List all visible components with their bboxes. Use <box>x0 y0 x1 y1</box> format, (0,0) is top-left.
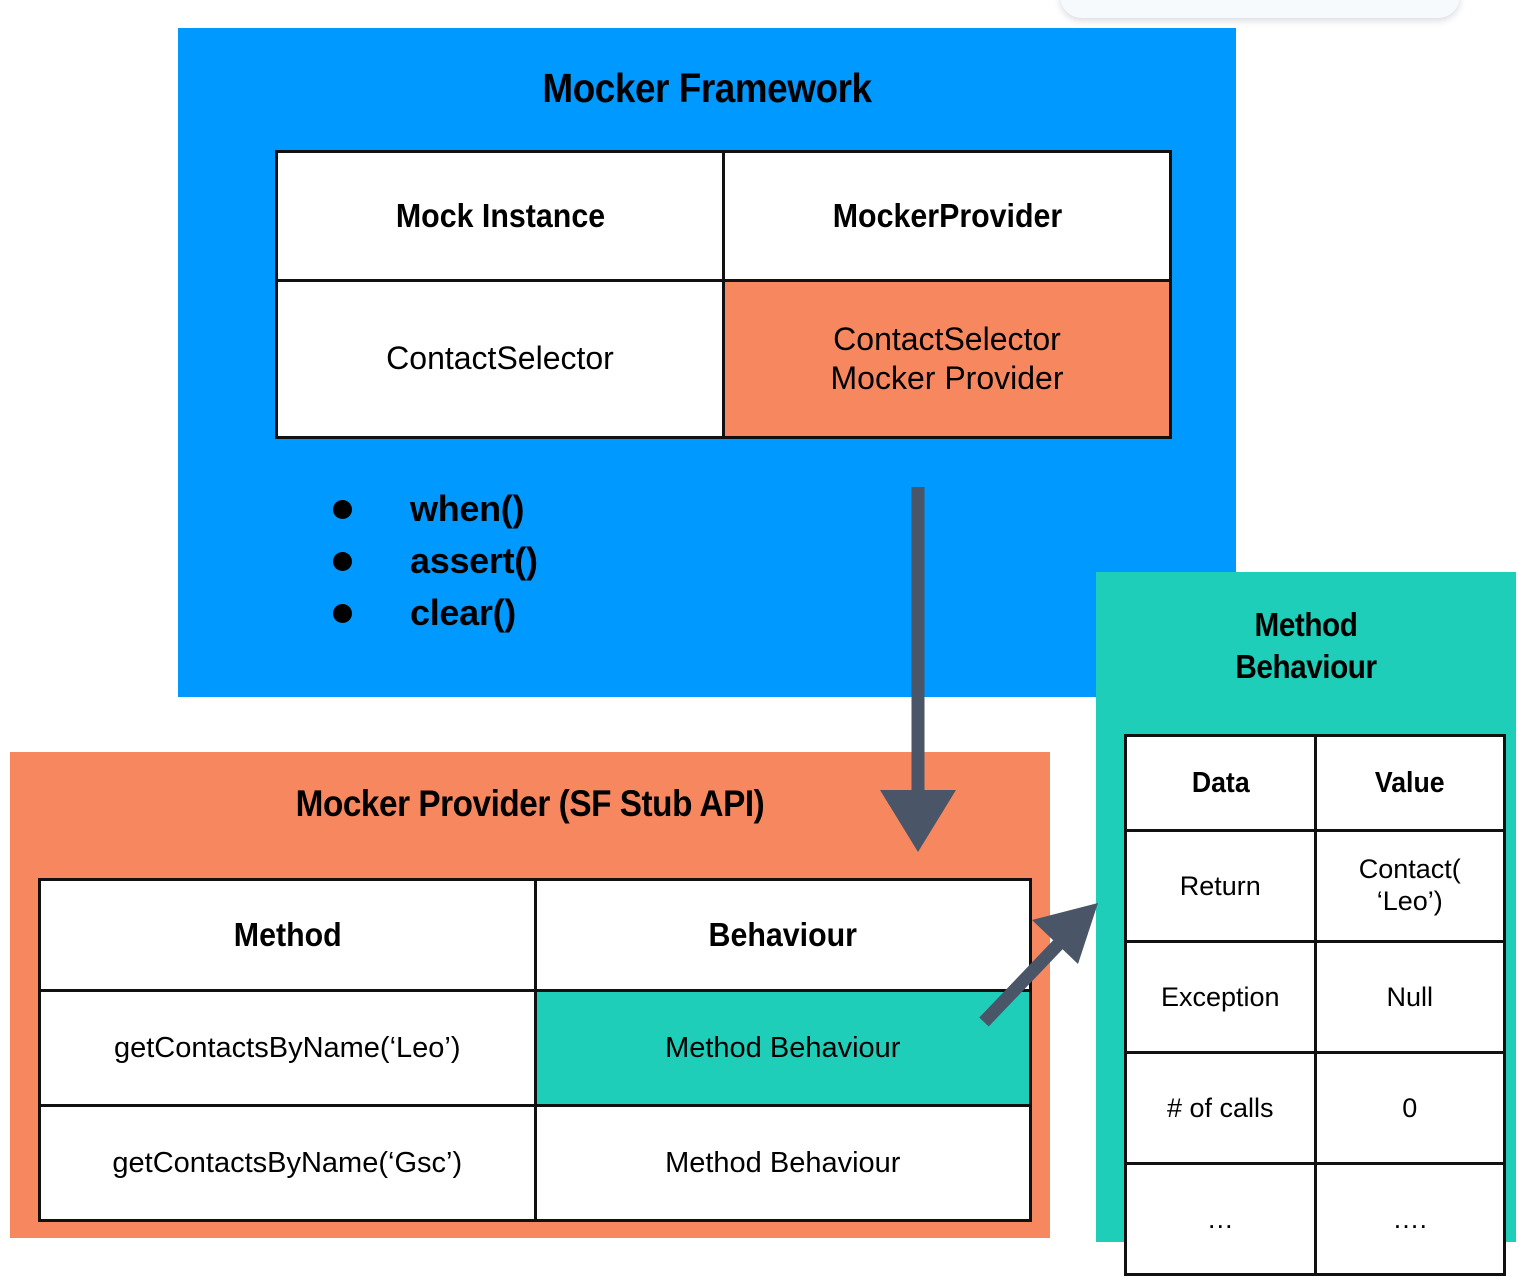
cell-value-return: Contact( ‘Leo’) <box>1313 829 1506 943</box>
method-behaviour-panel: Method Behaviour Data Value Return Conta… <box>1096 572 1516 1276</box>
cell-mock-instance-contactselector: ContactSelector <box>275 279 725 439</box>
method-behaviour-title: Method Behaviour <box>1235 606 1377 686</box>
cell-method-gsc: getContactsByName(‘Gsc’) <box>38 1104 537 1222</box>
cell-behaviour-leo: Method Behaviour <box>533 989 1032 1107</box>
cell-value-exception: Null <box>1313 940 1506 1054</box>
table-row: # of calls 0 <box>1124 1051 1506 1165</box>
cell-value-ellipsis: …. <box>1313 1162 1506 1276</box>
column-header-method: Method <box>57 878 517 992</box>
column-header-mocker-provider: MockerProvider <box>740 150 1154 282</box>
table-row: … …. <box>1124 1162 1506 1276</box>
table-row: getContactsByName(‘Gsc’) Method Behaviou… <box>38 1104 1032 1222</box>
mocker-api-method-list: when() assert() clear() <box>333 483 538 639</box>
list-item-label: when() <box>410 488 525 529</box>
data-value-table: Data Value Return Contact( ‘Leo’) Except… <box>1124 734 1506 1276</box>
bullet-icon <box>333 603 352 623</box>
mocker-provider-title: Mocker Provider (SF Stub API) <box>295 783 765 824</box>
table-row: ContactSelector ContactSelector Mocker P… <box>275 279 1172 439</box>
column-header-data: Data <box>1131 734 1309 832</box>
cell-data-return: Return <box>1124 829 1317 943</box>
table-row: Exception Null <box>1124 940 1506 1054</box>
mocker-provider-panel: Mocker Provider (SF Stub API) Method Beh… <box>10 752 1050 1238</box>
cell-data-exception: Exception <box>1124 940 1317 1054</box>
list-item-label: clear() <box>410 592 516 633</box>
table-row: getContactsByName(‘Leo’) Method Behaviou… <box>38 989 1032 1107</box>
cell-data-ellipsis: … <box>1124 1162 1317 1276</box>
list-item-label: assert() <box>410 540 538 581</box>
table-header-row: Method Behaviour <box>40 878 1031 992</box>
table-header-row: Mock Instance MockerProvider <box>277 150 1171 282</box>
bullet-icon <box>333 499 352 519</box>
bullet-icon <box>333 551 352 571</box>
cell-method-leo: getContactsByName(‘Leo’) <box>38 989 537 1107</box>
column-header-mock-instance: Mock Instance <box>293 150 707 282</box>
cell-data-num-of-calls: # of calls <box>1124 1051 1317 1165</box>
list-item-when: when() <box>333 483 538 535</box>
cropped-panel-fragment <box>1060 0 1460 18</box>
cell-mocker-provider-contactselector: ContactSelector Mocker Provider <box>722 279 1172 439</box>
list-item-clear: clear() <box>333 587 538 639</box>
column-header-behaviour: Behaviour <box>553 878 1013 992</box>
mocker-framework-panel: Mocker Framework Mock Instance MockerPro… <box>178 28 1236 697</box>
cell-behaviour-gsc: Method Behaviour <box>533 1104 1032 1222</box>
cell-value-num-of-calls: 0 <box>1313 1051 1506 1165</box>
table-row: Return Contact( ‘Leo’) <box>1124 829 1506 943</box>
mocker-framework-title: Mocker Framework <box>542 65 872 111</box>
mock-instance-table: Mock Instance MockerProvider ContactSele… <box>275 150 1172 439</box>
table-header-row: Data Value <box>1126 734 1505 832</box>
list-item-assert: assert() <box>333 535 538 587</box>
method-behaviour-table: Method Behaviour getContactsByName(‘Leo’… <box>38 878 1032 1222</box>
column-header-value: Value <box>1321 734 1499 832</box>
